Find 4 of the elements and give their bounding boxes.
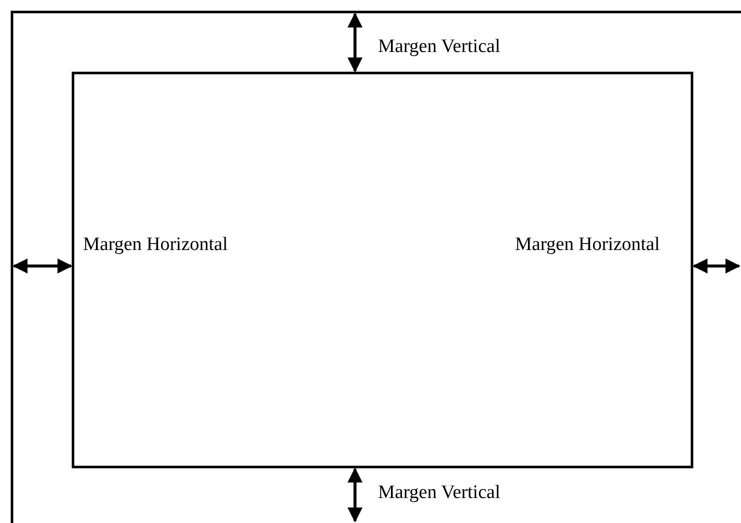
margin-label: Margen Vertical [378,36,500,58]
margin-label: Margen Horizontal [515,234,660,256]
margin-label: Margen Horizontal [83,234,228,256]
margin-label: Margen Vertical [378,482,500,504]
